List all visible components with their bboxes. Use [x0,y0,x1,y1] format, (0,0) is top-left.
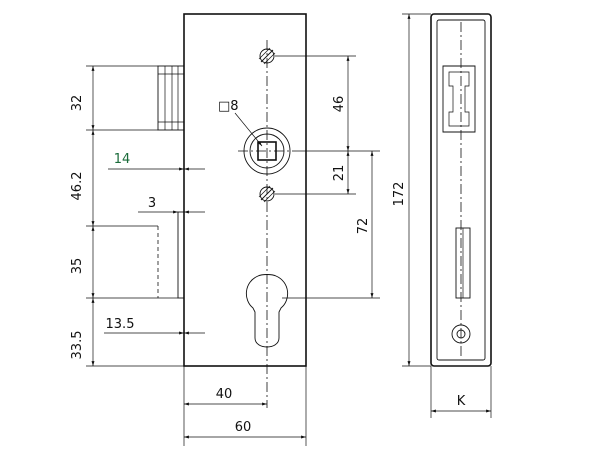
dead-bolt [157,211,185,299]
dim-14: 14 [114,152,131,167]
dim-32: 32 [70,95,85,112]
left-dimension-lines [86,65,184,367]
side-view [430,13,492,367]
dim-k-lines [430,366,492,418]
dim-46-2: 46.2 [70,172,85,201]
dim-72: 72 [356,218,371,235]
dim-8-leader [234,112,263,147]
dim-3: 3 [148,196,156,211]
dim-13-5: 13.5 [106,317,135,332]
dim-46: 46 [332,96,347,113]
dim-60: 60 [235,420,252,435]
front-plate [183,13,307,367]
dim-k: K [457,394,466,409]
latch-bolt [157,65,185,131]
dim-35: 35 [70,258,85,275]
dim-square-8: □8 [218,99,239,114]
dim-172-lines [402,13,431,367]
right-dimension-lines [275,55,380,299]
dim-40: 40 [216,387,233,402]
dim-21: 21 [332,165,347,182]
cylinder-keyhole [246,274,288,348]
bottom-dimension-lines [183,366,307,446]
dim-172: 172 [392,182,407,207]
dim-33-5: 33.5 [70,331,85,360]
